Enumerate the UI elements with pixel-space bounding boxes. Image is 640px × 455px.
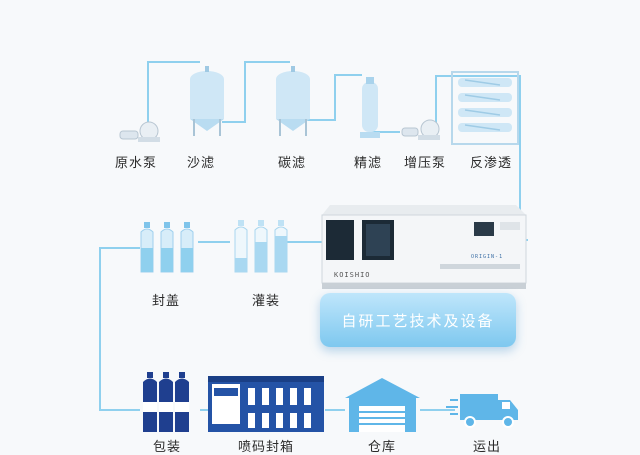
sand-filter-tank-icon <box>190 66 224 136</box>
machine-model-text: ORIGIN-1 <box>471 254 504 260</box>
label-warehouse: 仓库 <box>367 440 397 455</box>
label-reverse-osmosis: 反渗透 <box>469 156 513 171</box>
delivery-truck-icon <box>446 394 518 428</box>
pipe-booster-to-ro <box>435 75 521 240</box>
filling-bottles-icon <box>234 220 288 273</box>
pipe-sand-to-carbon <box>222 61 290 123</box>
label-packing: 包装 <box>152 440 182 455</box>
pipe-carbon-to-fine <box>307 74 362 121</box>
label-raw-water-pump: 原水泵 <box>114 156 158 171</box>
packed-bottles-icon <box>143 372 189 432</box>
carbon-filter-tank-icon <box>276 66 310 136</box>
machine-brand-text: KOISHIO <box>334 271 371 279</box>
self-developed-badge: 自研工艺技术及设备 <box>320 293 516 347</box>
label-fine-filter: 精滤 <box>353 156 383 171</box>
fine-filter-icon <box>360 77 380 138</box>
label-capping: 封盖 <box>151 294 181 309</box>
label-coding-sealing: 喷码封箱 <box>237 440 295 455</box>
label-booster-pump: 增压泵 <box>403 156 447 171</box>
label-carbon-filter: 碳滤 <box>277 156 307 171</box>
self-developed-badge-text: 自研工艺技术及设备 <box>341 311 495 330</box>
pipe-capping-to-packing <box>99 247 140 411</box>
raw-water-pump-icon <box>119 121 160 142</box>
label-filling: 灌装 <box>251 294 281 309</box>
label-sand-filter: 沙滤 <box>186 156 216 171</box>
label-shipping: 运出 <box>472 440 502 455</box>
sealed-case-icon <box>208 376 324 432</box>
reverse-osmosis-rack-icon <box>451 71 519 145</box>
warehouse-icon <box>345 378 420 432</box>
pipe-pump-to-sand <box>147 61 200 130</box>
booster-pump-icon <box>401 119 440 140</box>
production-machine-icon <box>321 205 527 289</box>
capping-bottles-icon <box>140 222 194 273</box>
